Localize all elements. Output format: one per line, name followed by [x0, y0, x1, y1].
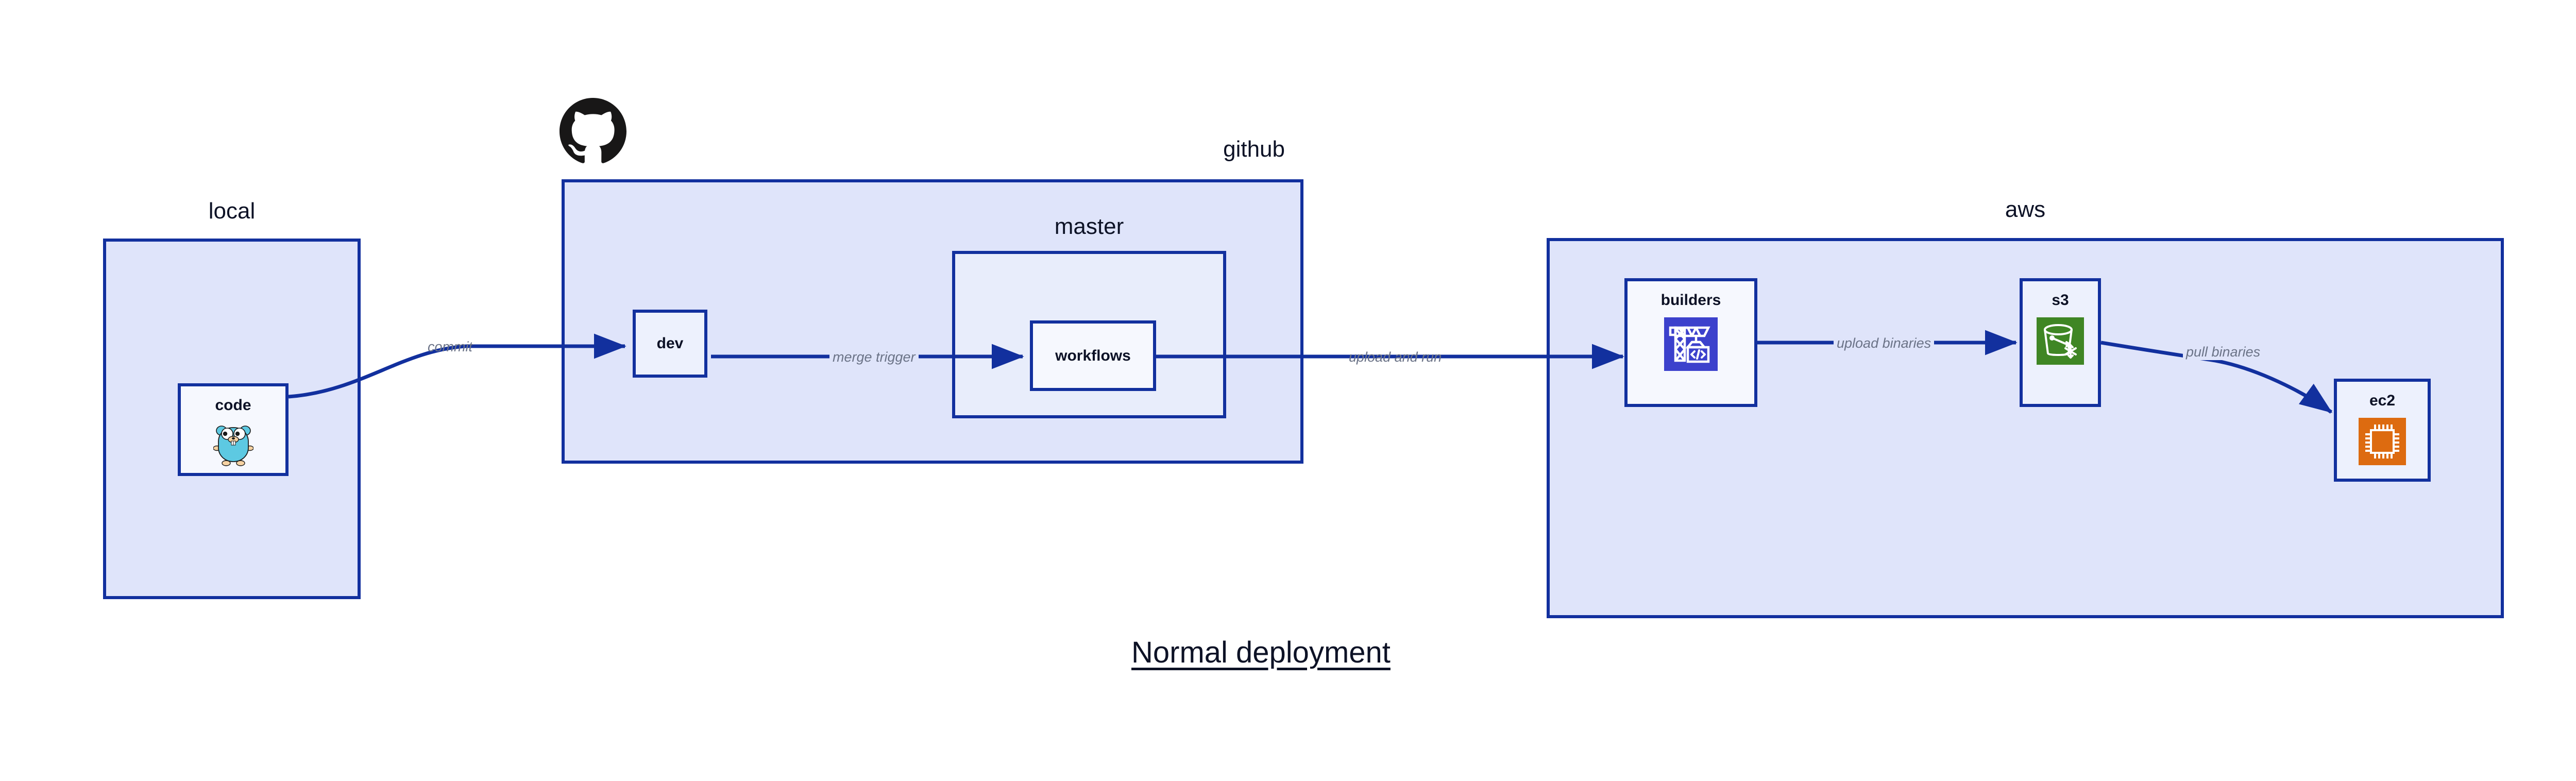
node-label-dev: dev [656, 335, 684, 352]
edge-label-upload-and-run: upload and run [1349, 349, 1442, 365]
group-label-aws: aws [2005, 197, 2046, 222]
node-label-workflows: workflows [1055, 347, 1131, 364]
node-label-s3: s3 [2052, 292, 2069, 309]
edge-label-pull-binaries: pull binaries [2183, 344, 2264, 360]
diagram-caption: Normal deployment [1131, 636, 1391, 669]
node-label-code: code [215, 397, 251, 414]
node-dev[interactable]: dev [633, 310, 707, 378]
node-code[interactable]: code [178, 383, 289, 476]
edge-label-merge-trigger: merge trigger [829, 349, 919, 365]
edge-label-upload-binaries: upload binaries [1834, 335, 1935, 351]
node-label-builders: builders [1660, 292, 1721, 309]
group-label-local: local [208, 198, 256, 224]
aws-ec2-icon [2359, 418, 2406, 468]
aws-codebuild-icon [1664, 317, 1718, 373]
node-ec2[interactable]: ec2 [2334, 379, 2431, 482]
group-label-master: master [1054, 214, 1124, 239]
node-label-ec2: ec2 [2369, 392, 2396, 409]
node-s3[interactable]: s3 [2020, 278, 2101, 407]
go-gopher-icon [212, 422, 254, 469]
group-label-github: github [1223, 137, 1285, 162]
node-builders[interactable]: builders [1624, 278, 1757, 407]
aws-s3-glacier-icon [2037, 317, 2084, 367]
github-octocat-logo [560, 98, 626, 165]
edge-label-commit: commit [428, 339, 472, 354]
node-workflows[interactable]: workflows [1030, 320, 1156, 391]
